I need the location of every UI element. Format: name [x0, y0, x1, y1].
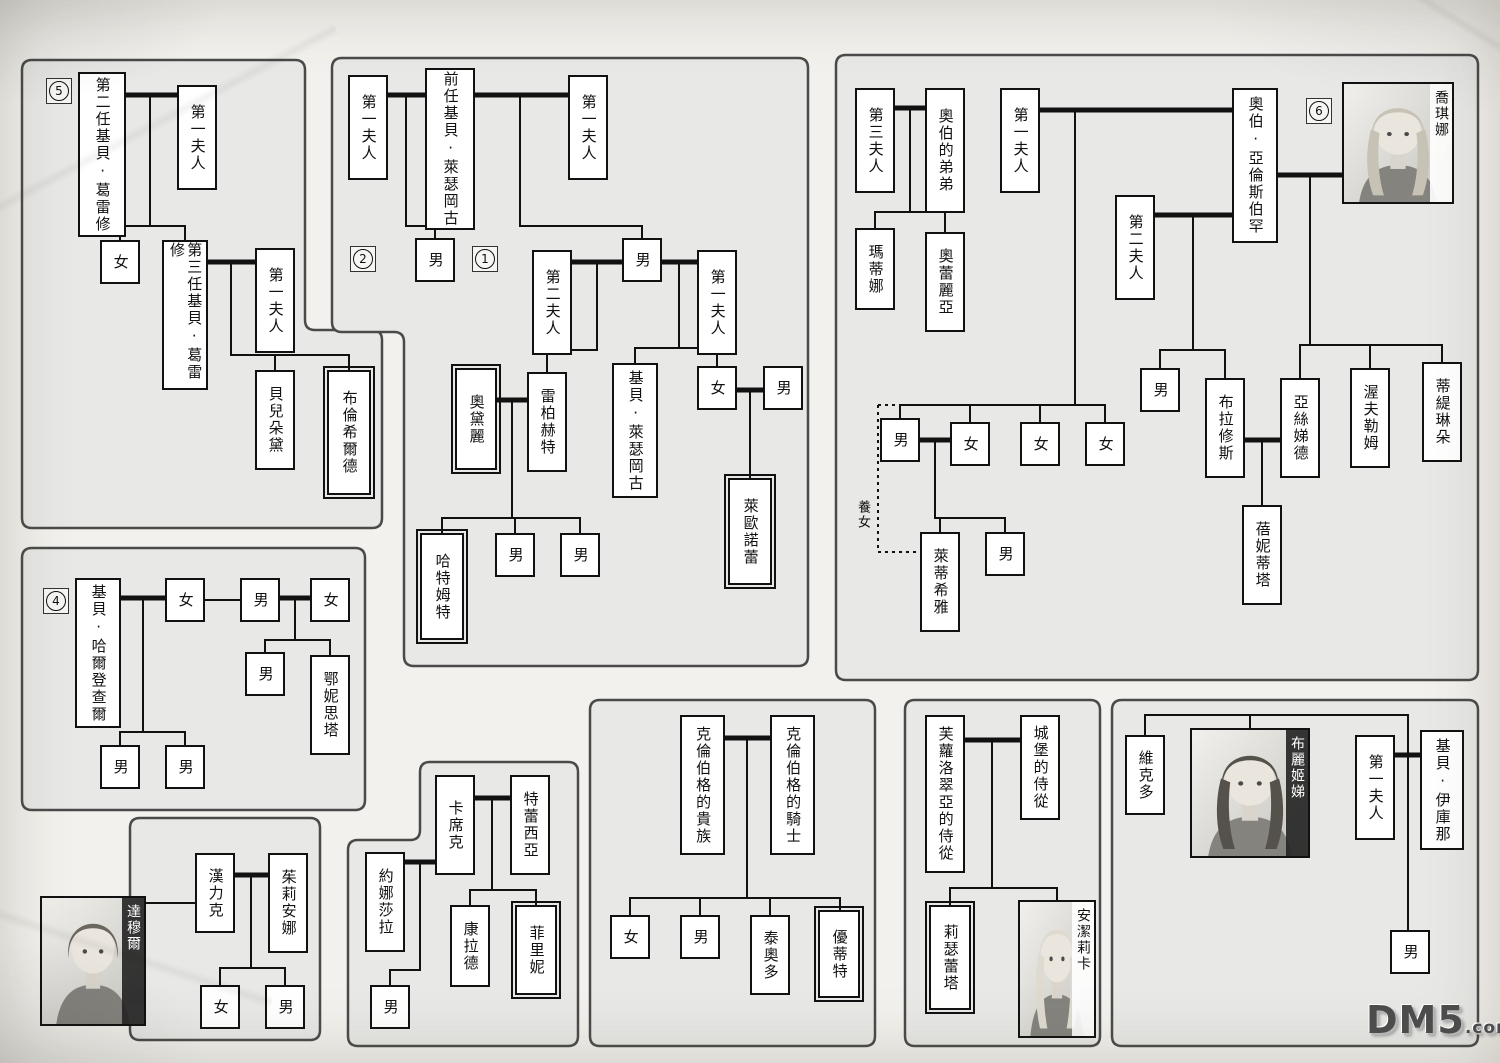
box-haldenzahl-son-b: 男 — [165, 745, 205, 789]
box-aurelia: 奧蕾麗亞 — [925, 232, 965, 332]
box-leisegang-first-wife-b: 第一夫人 — [568, 75, 608, 180]
box-haldenzahl-nephew: 男 — [245, 652, 285, 696]
box-leisegang-son-ref-2: 男 — [415, 238, 455, 282]
box-ahrensbach-son: 男 — [1140, 368, 1180, 412]
box-leisegang-second-wife: 第二夫人 — [532, 250, 572, 355]
box-aub-brother: 奧伯的弟弟 — [925, 88, 965, 213]
box-judithe: 優蒂特 — [814, 906, 864, 1002]
box-bertilde: 貝兒朵黛 — [255, 370, 295, 470]
badge-number: 1 — [475, 249, 495, 269]
box-brunhilde: 布倫希爾德 — [323, 366, 375, 499]
box-groschel-first-wife-a: 第一夫人 — [177, 85, 217, 190]
box-haldenzahl-wife: 女 — [165, 578, 205, 622]
box-ernesta: 鄂妮思塔 — [310, 655, 350, 755]
portrait-name-angelica: 安潔莉卡 — [1072, 902, 1094, 1036]
box-juliana: 茱莉安娜 — [268, 853, 308, 953]
portrait-damuel: 達穆爾 — [40, 896, 146, 1026]
dm5-watermark: DM5.com — [1366, 998, 1500, 1042]
portrait-name-georgine: 喬琪娜 — [1430, 84, 1452, 202]
box-ahrensbach-daughter-3: 女 — [1085, 422, 1125, 466]
box-haldenzahl-son-a: 男 — [100, 745, 140, 789]
box-theresia: 特蕾西亞 — [510, 775, 550, 875]
portrait-georgine: 喬琪娜 — [1342, 82, 1454, 204]
box-aub-ahrensbach: 奧伯·亞倫斯伯罕 — [1232, 88, 1278, 243]
box-karsteck: 卡席克 — [435, 775, 475, 875]
portrait-brigitte: 布麗姬娣 — [1190, 728, 1310, 858]
box-ahrensbach-first-wife: 第一夫人 — [1000, 88, 1040, 193]
box-detlinde: 蒂緹琳朵 — [1422, 362, 1462, 462]
badge-4: 4 — [43, 588, 69, 614]
box-letizia-brother: 男 — [985, 532, 1025, 576]
badge-5: 5 — [46, 78, 72, 104]
box-giebe-illgner: 基貝·伊庫那 — [1420, 730, 1464, 850]
box-viktor: 維克多 — [1125, 735, 1165, 815]
watermark-suffix: .com — [1464, 1018, 1500, 1038]
box-benedetta: 蓓妮蒂塔 — [1242, 505, 1282, 605]
box-former-giebe-leisegang: 前任基貝·萊瑟岡古 — [425, 68, 475, 230]
panel-ahrensbach-family — [834, 53, 1480, 682]
box-leisegang-son-in-law: 男 — [763, 366, 803, 410]
box-kirnberger-knight: 克倫伯格的騎士 — [770, 715, 815, 855]
box-konrad: 康拉德 — [450, 905, 490, 987]
box-letizia: 萊蒂希雅 — [920, 532, 960, 632]
box-philine: 菲里妮 — [511, 901, 561, 999]
box-judithe-sister: 女 — [610, 915, 650, 959]
badge-number: 6 — [1309, 101, 1329, 121]
box-astride: 亞絲娣德 — [1280, 378, 1320, 478]
adopted-daughter-label: 養女 — [855, 500, 870, 530]
box-henrik-daughter: 女 — [200, 985, 240, 1029]
box-ottilie: 奧黛麗 — [451, 364, 501, 474]
box-illgner-first-wife: 第一夫人 — [1355, 735, 1395, 840]
box-leonore: 萊歐諾蕾 — [724, 474, 776, 589]
box-judithe-brother: 男 — [680, 915, 720, 959]
box-henrik-son: 男 — [265, 985, 305, 1029]
badge-1: 1 — [472, 246, 498, 272]
box-henrik: 漢力克 — [195, 853, 235, 933]
box-jonsara-son: 男 — [370, 985, 410, 1029]
box-lieseleta: 莉瑟蕾塔 — [925, 901, 975, 1014]
box-kirnberger-noble: 克倫伯格的貴族 — [680, 715, 725, 855]
badge-number: 5 — [49, 81, 69, 101]
box-hartmut: 哈特姆特 — [416, 529, 468, 644]
portrait-angelica: 安潔莉卡 — [1018, 900, 1096, 1038]
box-groschel-daughter: 女 — [100, 240, 140, 284]
box-leisegang-first-wife-a: 第一夫人 — [348, 75, 388, 180]
portrait-name-damuel: 達穆爾 — [122, 898, 144, 1024]
box-second-giebe-groschel: 第二任基貝·葛雷修 — [78, 72, 126, 237]
box-brother-wife: 女 — [310, 578, 350, 622]
box-ahrensbach-daughter-1: 女 — [950, 422, 990, 466]
box-haldenzahl-wife-brother: 男 — [240, 578, 280, 622]
box-ahrensbach-daughter-2: 女 — [1020, 422, 1060, 466]
box-leisegang-heir-son: 男 — [622, 238, 662, 282]
box-martina: 瑪蒂娜 — [855, 228, 895, 310]
badge-number: 4 — [46, 591, 66, 611]
badge-6: 6 — [1306, 98, 1332, 124]
box-third-giebe-groschel: 第三任基貝·葛雷修 — [162, 240, 208, 390]
box-jonsara: 約娜莎拉 — [365, 852, 405, 952]
box-ahrensbach-second-wife: 第二夫人 — [1115, 195, 1155, 300]
portrait-name-brigitte: 布麗姬娣 — [1286, 730, 1308, 856]
box-florencia-attendant: 芙蘿洛翠亞的侍從 — [925, 715, 965, 873]
box-castle-attendant: 城堡的侍從 — [1020, 715, 1060, 820]
box-wolfram: 渥夫勒姆 — [1350, 368, 1390, 468]
watermark-brand: DM5 — [1366, 998, 1465, 1042]
box-letizia-father: 男 — [880, 418, 920, 462]
portrait-art-georgine — [1344, 84, 1452, 202]
box-leisegang-heir-wife: 第一夫人 — [697, 250, 737, 355]
box-theodore: 泰奧多 — [750, 915, 790, 995]
box-blasius: 布拉修斯 — [1205, 378, 1245, 478]
box-giebe-leisegang: 基貝·萊瑟岡古 — [612, 363, 658, 498]
box-leberecht: 雷柏赫特 — [527, 372, 567, 472]
box-hartmut-brother-b: 男 — [560, 533, 600, 577]
box-giebe-haldenzahl: 基貝·哈爾登查爾 — [75, 578, 121, 728]
box-illgner-son: 男 — [1390, 930, 1430, 974]
badge-number: 2 — [353, 249, 373, 269]
box-groschel-first-wife-b: 第一夫人 — [255, 248, 295, 353]
box-leisegang-daughter: 女 — [697, 366, 737, 410]
box-ahrensbach-third-wife: 第三夫人 — [855, 88, 895, 193]
badge-2: 2 — [350, 246, 376, 272]
box-hartmut-brother-a: 男 — [495, 533, 535, 577]
